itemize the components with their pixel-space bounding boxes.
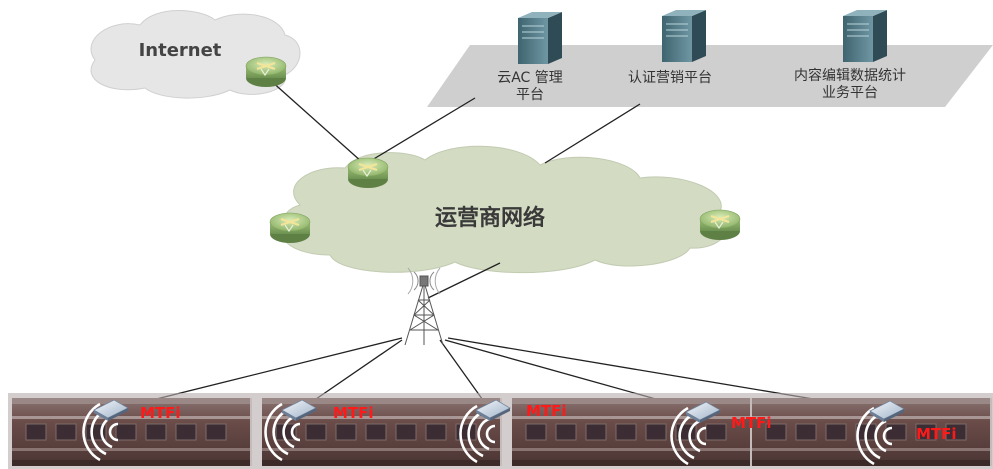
server-icon — [842, 9, 888, 63]
server-icon — [517, 11, 563, 65]
mtfi-label: MTFi — [916, 425, 957, 443]
mtfi-label: MTFi — [333, 404, 374, 422]
cloud-ac-platform-label: 云AC 管理 平台 — [497, 70, 563, 103]
router-icon — [269, 212, 311, 244]
content-stats-platform-label: 内容编辑数据统计 业务平台 — [794, 68, 906, 101]
mtfi-label: MTFi — [140, 404, 181, 422]
carrier-network-label: 运营商网络 — [434, 206, 545, 231]
router-icon — [699, 209, 741, 241]
mtfi-label: MTFi — [526, 402, 567, 420]
router-icon — [347, 157, 389, 189]
auth-marketing-platform-label: 认证营销平台 — [628, 70, 712, 86]
wireless-tower-icon — [404, 267, 444, 346]
train-car — [11, 397, 253, 467]
server-icon — [661, 9, 707, 63]
internet-label: Internet — [138, 40, 222, 61]
router-icon — [245, 56, 287, 88]
mtfi-label: MTFi — [731, 414, 772, 432]
